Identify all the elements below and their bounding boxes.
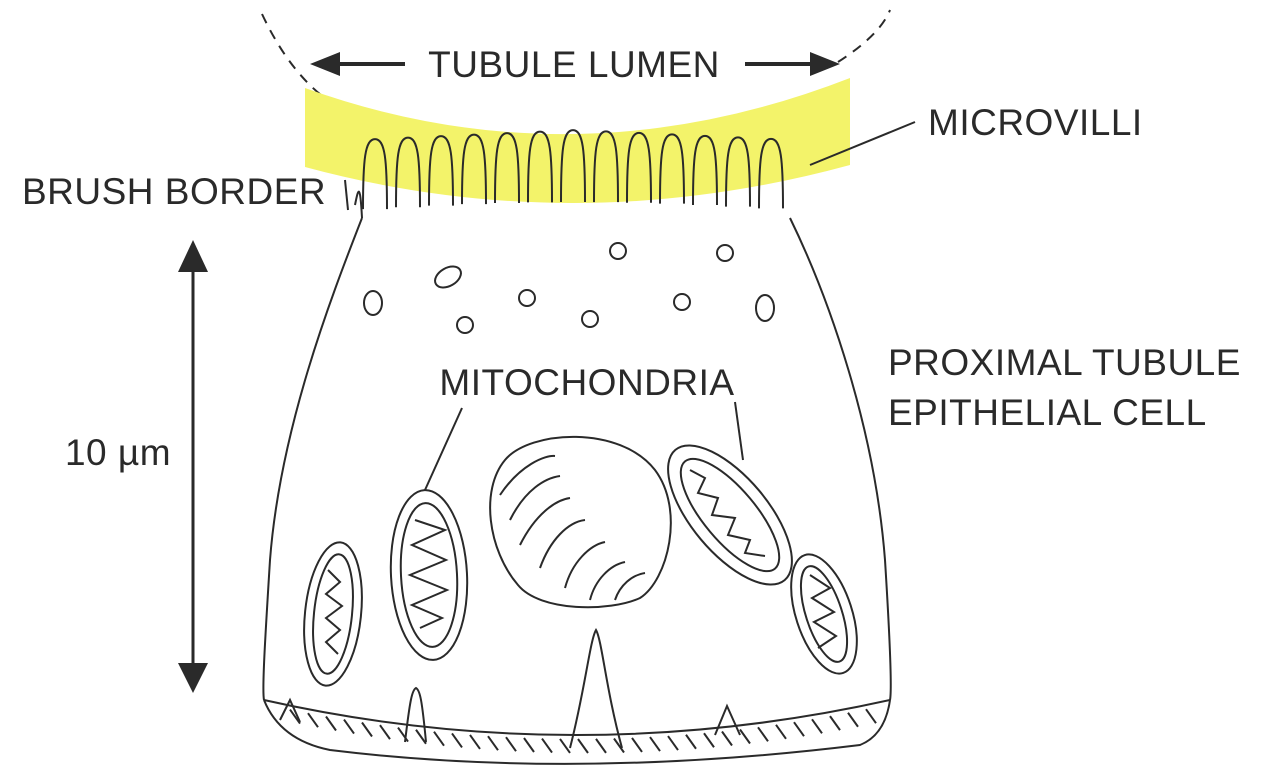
cell-outline [263, 218, 890, 700]
mitochondrion-1 [298, 539, 369, 688]
vesicles [364, 243, 774, 333]
membrane-tick [848, 713, 858, 727]
membrane-tick [524, 738, 534, 752]
membrane-tick [434, 732, 444, 746]
basement-membrane [264, 700, 890, 764]
membrane-tick [578, 739, 588, 753]
membrane-tick [632, 738, 642, 752]
membrane-tick [326, 716, 336, 730]
scale-bar-label: 10 µm [65, 432, 171, 473]
mitochondria-leader-right [735, 402, 743, 460]
membrane-tick [308, 713, 318, 727]
brush-border-tick [345, 180, 348, 210]
membrane-tick [866, 709, 876, 723]
membrane-tick [740, 730, 750, 744]
membrane-tick [758, 727, 768, 741]
membrane-tick [668, 736, 678, 750]
scale-bar [178, 240, 208, 693]
membrane-tick [362, 722, 372, 736]
cell-name-line-2: EPITHELIAL CELL [888, 392, 1207, 433]
membrane-tick [686, 735, 696, 749]
membrane-tick [830, 716, 840, 730]
mitochondrion-2 [387, 488, 472, 662]
membrane-tick [650, 737, 660, 751]
nucleus [490, 437, 671, 607]
membrane-tick [812, 719, 822, 733]
membrane-tick [344, 720, 354, 734]
mitochondria-leader-left [425, 408, 462, 490]
basal-infoldings [280, 630, 740, 748]
membrane-tick [794, 722, 804, 736]
membrane-tick [596, 739, 606, 753]
microvilli-label: MICROVILLI [928, 102, 1143, 143]
membrane-tick [722, 731, 732, 745]
membrane-tick [488, 736, 498, 750]
basement-membrane-ticks [290, 709, 876, 753]
membrane-tick [704, 733, 714, 747]
tubule-lumen-label: TUBULE LUMEN [428, 44, 720, 85]
membrane-tick [776, 725, 786, 739]
membrane-tick [560, 739, 570, 753]
membrane-tick [470, 735, 480, 749]
mitochondria-label: MITOCHONDRIA [439, 362, 734, 403]
microvillus-edge [355, 192, 362, 218]
membrane-tick [452, 733, 462, 747]
membrane-tick [506, 737, 516, 751]
membrane-tick [542, 739, 552, 753]
brush-border-label: BRUSH BORDER [22, 171, 326, 212]
membrane-tick [380, 725, 390, 739]
cell-name-line-1: PROXIMAL TUBULE [888, 342, 1241, 383]
